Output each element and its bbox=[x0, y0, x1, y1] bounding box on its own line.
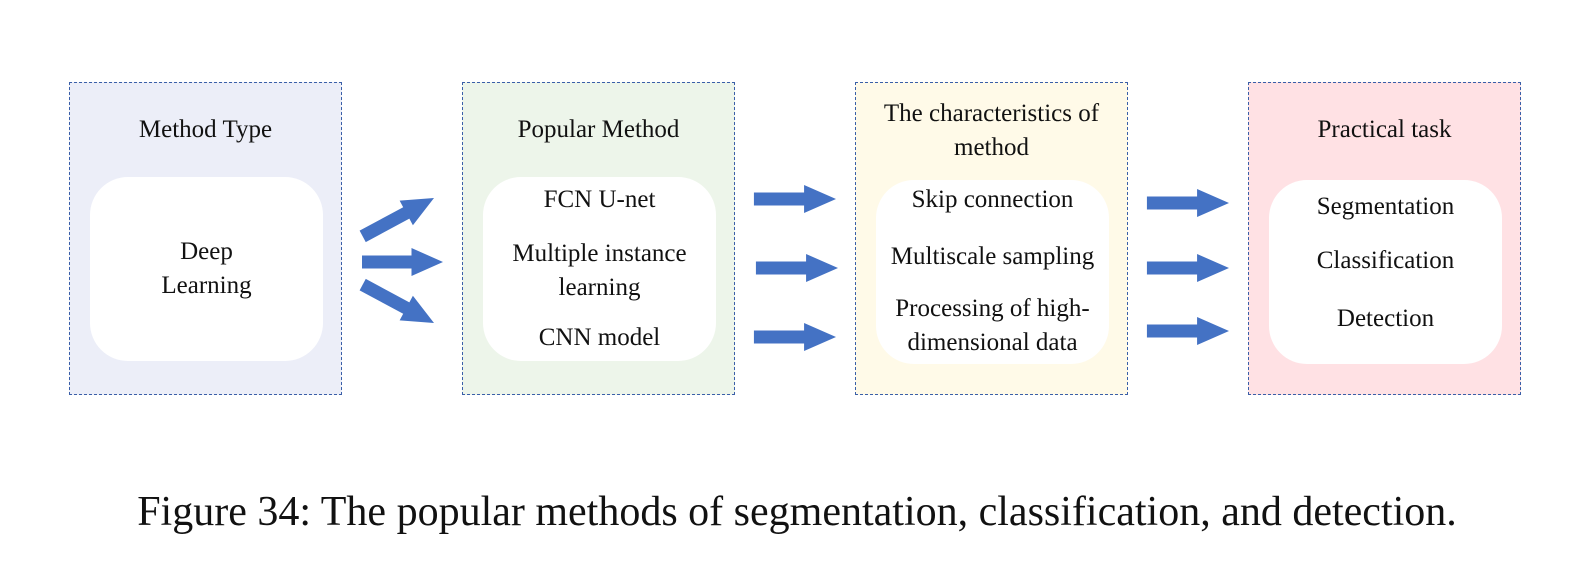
arrow-icon bbox=[362, 248, 443, 276]
panel-content-box: Deep Learning bbox=[90, 177, 323, 361]
arrow-icon bbox=[1146, 189, 1229, 217]
method-item: Deep Learning bbox=[161, 238, 252, 299]
panel-method-type: Method Type Deep Learning bbox=[69, 82, 342, 395]
characteristic-item: Processing of high- dimensional data bbox=[895, 295, 1090, 356]
arrow-icon bbox=[1146, 317, 1229, 345]
method-item: FCN U-net bbox=[543, 186, 656, 213]
arrow-icon bbox=[1146, 254, 1229, 282]
panel-characteristics: The characteristics of method Skip conne… bbox=[855, 82, 1128, 395]
characteristic-item: Skip connection bbox=[911, 186, 1074, 213]
task-item: Detection bbox=[1336, 305, 1435, 332]
task-item: Segmentation bbox=[1316, 193, 1455, 220]
panel-content-box: FCN U-net Multiple instance learning CNN… bbox=[483, 177, 716, 361]
panel-practical-task: Practical task Segmentation Classificati… bbox=[1248, 82, 1521, 395]
method-item: Multiple instance learning bbox=[512, 240, 687, 301]
panel-title: The characteristics of method bbox=[883, 100, 1100, 161]
panel-popular-method: Popular Method FCN U-net Multiple instan… bbox=[462, 82, 735, 395]
arrow-icon bbox=[753, 185, 836, 213]
figure-caption: Figure 34: The popular methods of segmen… bbox=[137, 489, 1457, 535]
panel-title: Popular Method bbox=[517, 116, 680, 143]
panel-title: Practical task bbox=[1317, 116, 1452, 143]
method-item: CNN model bbox=[538, 324, 661, 351]
arrow-icon bbox=[753, 323, 836, 351]
arrow-icon bbox=[755, 254, 838, 282]
task-item: Classification bbox=[1316, 247, 1455, 274]
panel-title: Method Type bbox=[138, 116, 273, 143]
arrow-icon bbox=[359, 278, 434, 323]
panel-content-box: Segmentation Classification Detection bbox=[1269, 180, 1502, 364]
characteristic-item: Multiscale sampling bbox=[890, 243, 1095, 270]
panel-content-box: Skip connection Multiscale sampling Proc… bbox=[876, 180, 1109, 364]
arrow-icon bbox=[359, 198, 434, 243]
